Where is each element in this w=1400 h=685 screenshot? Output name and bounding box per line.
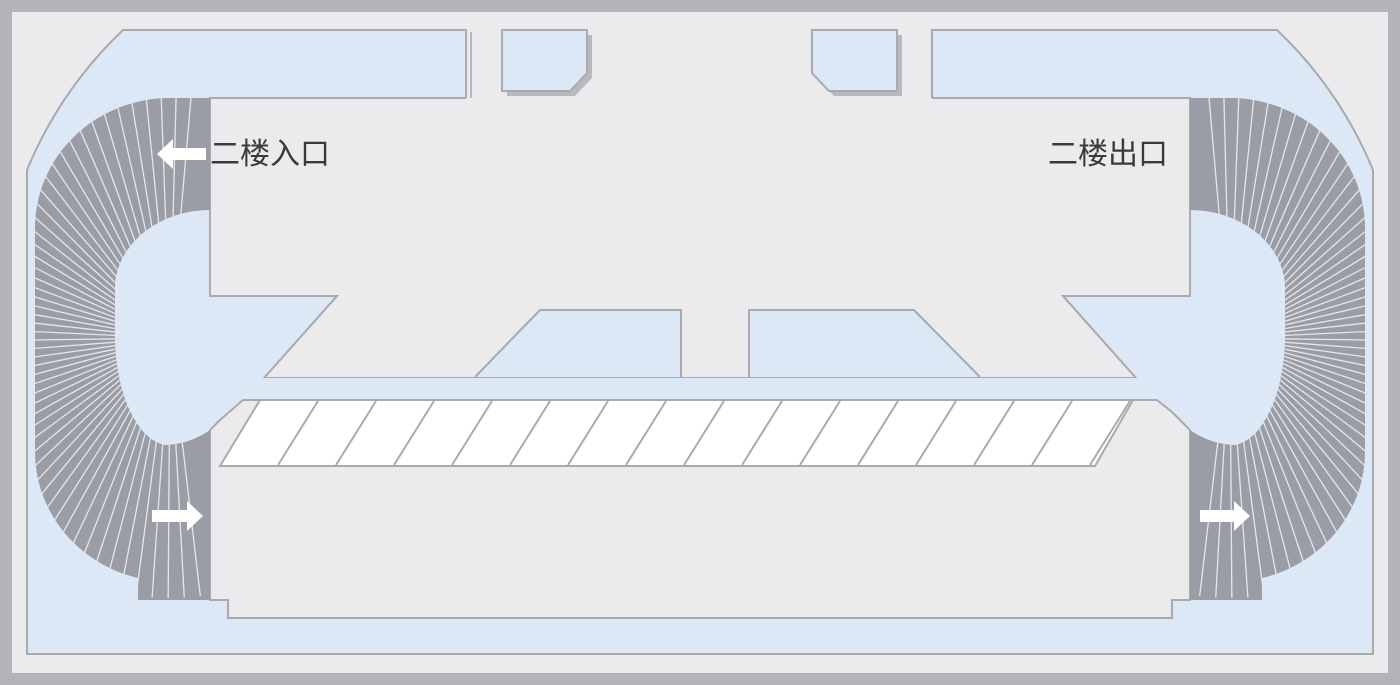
arrow-right-icon (152, 501, 203, 531)
stair-tread (1263, 359, 1366, 480)
stair-tread (34, 363, 140, 506)
stair-tread (34, 293, 131, 332)
staircase-right (1190, 98, 1366, 600)
crosswalk-stripe (509, 400, 551, 466)
stair-tread (34, 325, 131, 337)
stair-tread (1261, 361, 1366, 493)
stair-tread (34, 352, 134, 437)
stair-tread (34, 365, 142, 518)
stair-tread (1263, 203, 1366, 318)
crosswalk-stripe (1031, 400, 1073, 466)
crosswalk-stripe (683, 400, 725, 466)
stair-tread (34, 337, 131, 343)
stair-tread (1266, 352, 1366, 437)
stair-tread (34, 164, 141, 312)
crosswalk-stripes (277, 400, 1131, 466)
wing-shadow-left (470, 32, 472, 102)
stair-tread (1269, 342, 1366, 375)
stair-tread (1268, 261, 1366, 327)
crosswalk-stripe (335, 400, 377, 466)
central-hall (210, 98, 1190, 377)
stair-tread (1267, 350, 1366, 422)
arrow-left-icon (157, 139, 206, 169)
arrow-right-icon (1200, 501, 1250, 531)
stair-tread (34, 261, 132, 327)
stair-tread (1254, 368, 1366, 540)
crosswalk-stripe (393, 400, 435, 466)
room-center-left (474, 309, 682, 378)
stair-tread (34, 354, 135, 452)
stair-tread (34, 356, 136, 466)
stair-tread (34, 368, 146, 540)
room-top-right (811, 29, 898, 92)
stair-tread (1269, 293, 1366, 332)
stair-tread (1266, 231, 1366, 323)
room-top-left (501, 29, 588, 92)
stair-tread (34, 176, 139, 314)
stair-tread (1269, 345, 1366, 391)
crosswalk-stripe (451, 400, 493, 466)
stair-tread (34, 366, 144, 529)
stair-tread (1269, 340, 1366, 359)
crosswalk-stripe (915, 400, 957, 466)
stair-tread (1256, 366, 1366, 529)
stair-tread (1261, 176, 1366, 314)
stair-tread (1267, 246, 1366, 325)
crosswalk (218, 399, 1135, 467)
entrance-label: 二楼入口 (210, 137, 330, 172)
crosswalk-stripe (973, 400, 1015, 466)
stair-tread (34, 350, 133, 422)
stair-tread (34, 277, 132, 330)
stair-tread (34, 189, 138, 316)
stair-tread (34, 359, 137, 480)
stair-tread (34, 345, 131, 391)
stair-tread (34, 203, 137, 318)
stair-tread (1265, 217, 1366, 321)
exit-label: 二楼出口 (1048, 137, 1168, 172)
stair-tread (1269, 337, 1366, 343)
stair-tread (34, 217, 135, 321)
stair-tread (1268, 277, 1366, 330)
staircase-left (34, 98, 210, 600)
stair-tread (34, 342, 131, 375)
stair-tread (1269, 309, 1366, 335)
crosswalk-stripe (567, 400, 609, 466)
stair-tread (1269, 325, 1366, 337)
stair-tread (1260, 363, 1366, 506)
stair-tread (1268, 347, 1366, 407)
stair-tread (34, 347, 132, 407)
stair-tread (1262, 189, 1366, 316)
stair-tread (34, 309, 131, 335)
central-hall-edge (209, 97, 1191, 378)
crosswalk-stripe (625, 400, 667, 466)
stair-tread (34, 231, 134, 323)
stair-tread (34, 246, 133, 325)
stair-tread (1264, 356, 1366, 466)
crosswalk-stripe (277, 400, 319, 466)
stair-tread (1265, 354, 1366, 452)
crosswalk-stripe (1089, 400, 1131, 466)
crosswalk-stripe (799, 400, 841, 466)
crosswalk-stripe (741, 400, 783, 466)
stair-tread (1259, 164, 1366, 312)
stair-tread (34, 361, 139, 493)
crosswalk-stripe (857, 400, 899, 466)
stair-tread (1258, 365, 1366, 518)
stair-tread (34, 340, 131, 359)
room-center-right (748, 309, 981, 378)
